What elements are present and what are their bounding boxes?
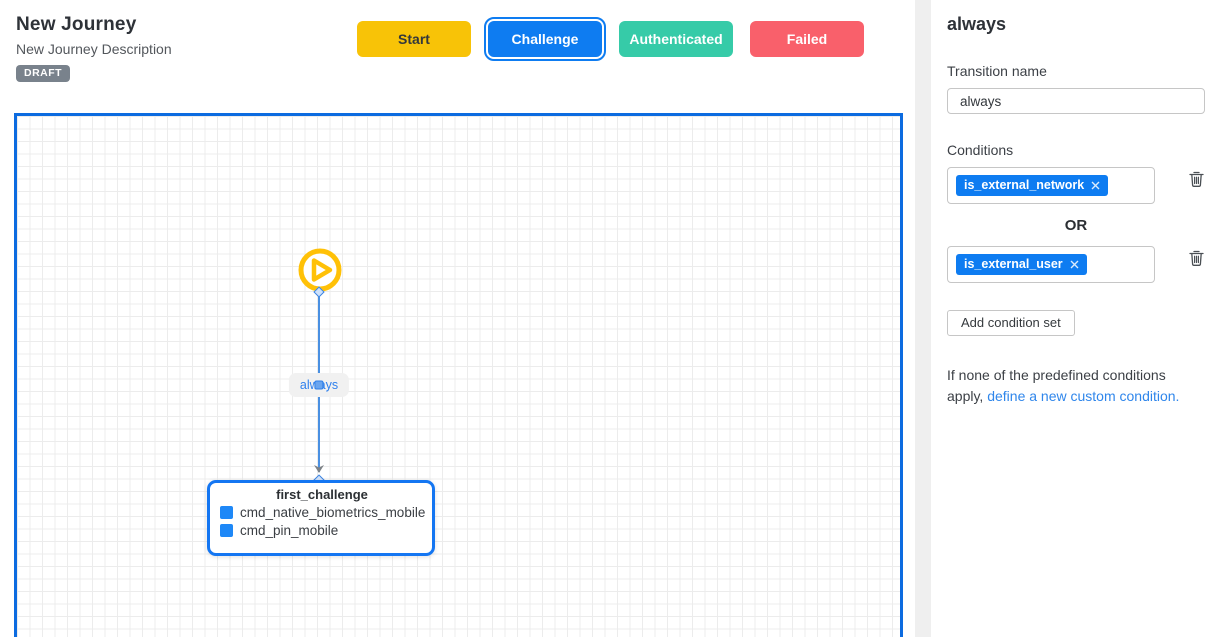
trash-icon [1189,171,1204,187]
node-title: first_challenge [276,487,368,502]
delete-condition-set-button[interactable] [1188,170,1205,188]
condition-chip[interactable]: is_external_user [956,254,1087,275]
custom-condition-note: If none of the predefined conditions app… [947,365,1205,407]
or-separator: OR [1064,217,1088,234]
node-item: cmd_native_biometrics_mobile [220,505,426,520]
custom-condition-note-text: If none of the predefined conditions app… [947,367,1166,404]
condition-set-row: is_external_user [947,246,1205,283]
status-badge: DRAFT [16,65,71,82]
node-first-challenge[interactable]: first_challenge cmd_native_biometrics_mo… [207,480,435,556]
tab-challenge[interactable]: Challenge [484,17,606,61]
condition-chip-label: is_external_network [964,178,1085,192]
transition-panel: always Transition name Conditions is_ext… [947,14,1205,407]
command-icon [220,524,233,537]
conditions-label: Conditions [947,142,1014,158]
node-item: cmd_pin_mobile [220,523,424,538]
condition-set-row: is_external_network [947,167,1205,204]
panel-title: always [947,14,1007,34]
trash-icon [1189,250,1204,266]
start-node[interactable] [295,246,345,296]
tab-failed[interactable]: Failed [750,21,864,57]
edge-arrow-icon [314,465,324,473]
state-tabs: Start Challenge Authenticated Failed [357,17,864,61]
panel-divider [915,0,931,637]
condition-set-1[interactable]: is_external_network [947,167,1155,204]
add-condition-set-button[interactable]: Add condition set [947,310,1075,336]
transition-name-label: Transition name [947,63,1047,79]
command-icon [220,506,233,519]
journey-canvas[interactable]: always first_challenge cmd_native_biomet… [14,113,903,637]
condition-chip-label: is_external_user [964,257,1063,271]
tab-authenticated[interactable]: Authenticated [619,21,733,57]
node-item-label: cmd_native_biometrics_mobile [240,505,426,520]
tab-start[interactable]: Start [357,21,471,57]
play-icon [298,248,342,292]
condition-chip[interactable]: is_external_network [956,175,1109,196]
transition-name-input[interactable] [947,88,1205,114]
condition-set-2[interactable]: is_external_user [947,246,1155,283]
remove-condition-icon[interactable] [1091,181,1100,190]
page-subtitle: New Journey Description [16,41,172,57]
page-title: New Journey [16,14,137,35]
edge-midpoint-handle[interactable] [314,380,324,390]
define-custom-condition-link[interactable]: define a new custom condition. [987,388,1180,404]
node-item-label: cmd_pin_mobile [240,523,339,538]
delete-condition-set-button[interactable] [1188,249,1205,267]
edge-label[interactable]: always [288,373,350,397]
remove-condition-icon[interactable] [1070,260,1079,269]
journey-header: New Journey New Journey Description DRAF… [16,14,172,82]
